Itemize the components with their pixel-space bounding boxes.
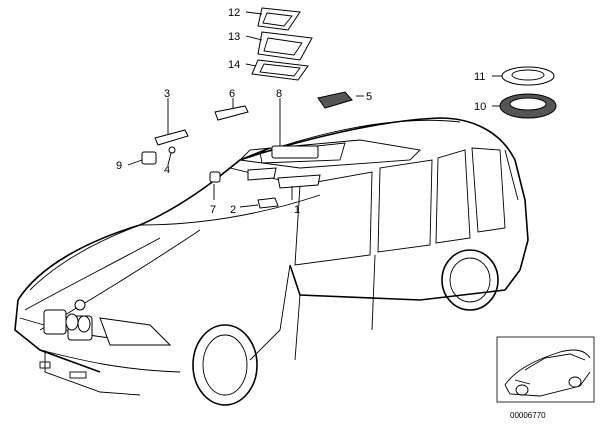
part-2 bbox=[257, 197, 279, 209]
thumbnail-inset bbox=[496, 336, 595, 403]
callout-1: 1 bbox=[294, 204, 300, 216]
car-body bbox=[14, 117, 529, 406]
callout-9: 9 bbox=[116, 160, 122, 172]
callout-8: 8 bbox=[276, 88, 282, 100]
callout-14: 14 bbox=[228, 59, 240, 71]
part-8 bbox=[271, 145, 319, 159]
part-13 bbox=[257, 31, 313, 61]
callout-2: 2 bbox=[230, 204, 236, 216]
callout-3: 3 bbox=[164, 88, 170, 100]
part-6 bbox=[214, 105, 249, 121]
part-3 bbox=[154, 129, 189, 146]
part-5 bbox=[317, 91, 353, 109]
image-code: 00006770 bbox=[510, 411, 546, 420]
callout-13: 13 bbox=[228, 31, 240, 43]
callout-4: 4 bbox=[164, 164, 170, 176]
parts bbox=[141, 7, 557, 209]
callout-10: 10 bbox=[474, 101, 486, 113]
part-9 bbox=[141, 151, 157, 165]
callout-12: 12 bbox=[228, 7, 240, 19]
part-1 bbox=[277, 174, 321, 189]
part-7 bbox=[209, 171, 221, 183]
part-14 bbox=[251, 59, 309, 81]
leader-lines bbox=[127, 11, 502, 208]
callouts: 1 2 3 4 5 6 7 8 9 10 11 12 13 14 bbox=[116, 7, 486, 216]
callout-5: 5 bbox=[366, 91, 372, 103]
part-4 bbox=[168, 146, 176, 154]
callout-7: 7 bbox=[210, 204, 216, 216]
callout-11: 11 bbox=[474, 71, 485, 83]
callout-6: 6 bbox=[229, 88, 235, 100]
